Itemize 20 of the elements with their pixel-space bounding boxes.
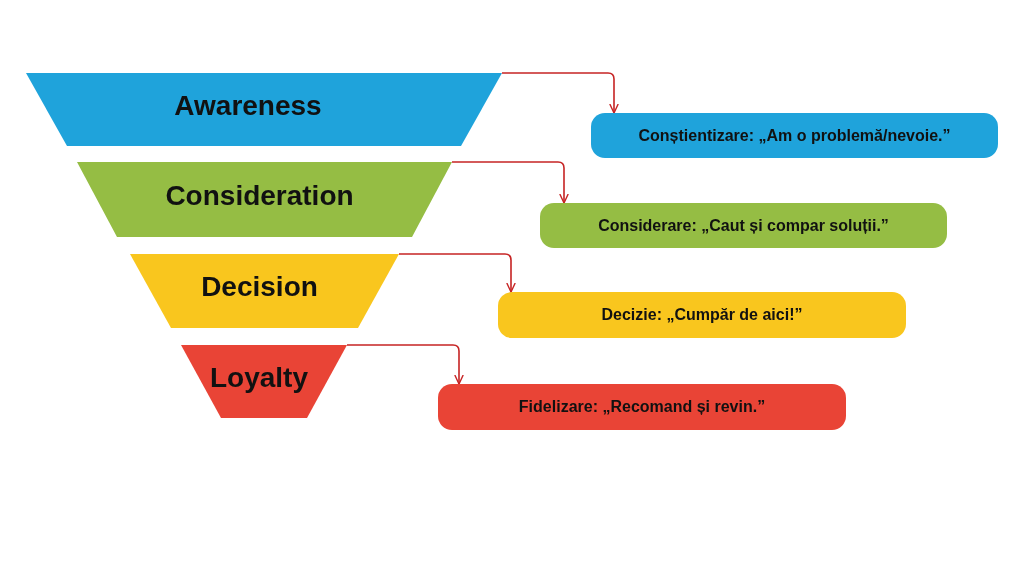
stage-name: Loyalty <box>210 362 308 394</box>
description-box <box>540 203 947 248</box>
description-box <box>498 292 906 338</box>
stage-description: Fidelizare: „Recomand și revin.” <box>518 397 766 417</box>
arrow <box>398 253 516 293</box>
funnel-stage <box>77 162 452 237</box>
arrow <box>451 161 569 204</box>
description-box <box>438 384 846 430</box>
funnel-stage <box>26 73 502 146</box>
description-box <box>591 113 998 158</box>
stage-description: Decizie: „Cumpăr de aici!” <box>601 305 803 325</box>
stage-name: Awareness <box>174 90 322 122</box>
stage-name: Decision <box>201 272 318 303</box>
funnel-stage <box>181 345 347 418</box>
stage-name: Consideration <box>165 180 354 212</box>
stage-description: Considerare: „Caut și compar soluții.” <box>598 215 889 236</box>
funnel-stage <box>130 254 399 328</box>
arrow <box>501 72 619 114</box>
stage-description: Conștientizare: „Am o problemă/nevoie.” <box>638 125 951 146</box>
arrow <box>346 344 464 385</box>
